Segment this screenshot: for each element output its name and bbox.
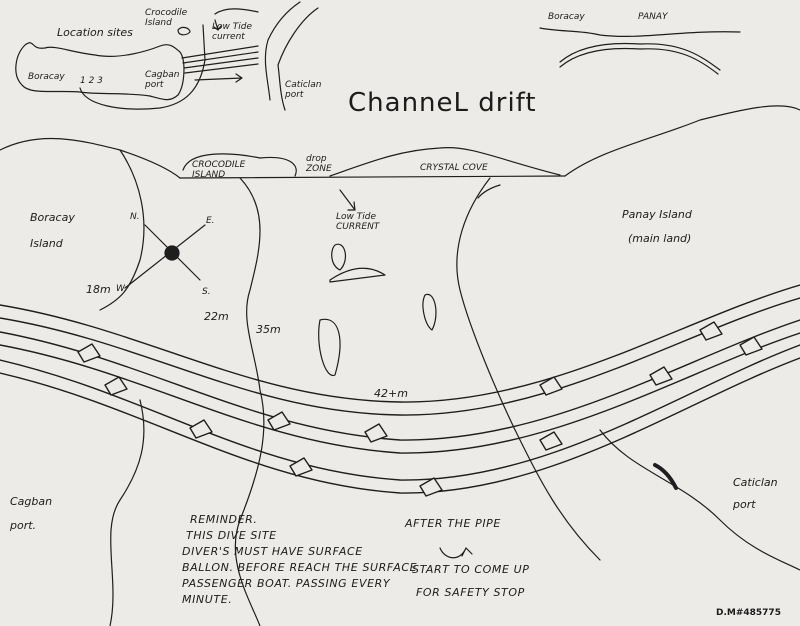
page-title: ChanneL drift: [348, 88, 537, 118]
compass-drawing: [124, 224, 206, 289]
reminder-line: THIS DIVE SITE: [186, 529, 277, 542]
low-tide-current-label: Low Tide CURRENT: [336, 212, 380, 232]
catalog-number: D.M#485775: [716, 608, 781, 618]
reminder-line: REMINDER.: [190, 513, 258, 526]
safety-stop-label: FOR SAFETY STOP: [416, 586, 525, 599]
reminder-line: MINUTE.: [182, 593, 233, 606]
inset-caticlan-port-label: Caticlan port: [285, 80, 322, 100]
reminder-line: DIVER'S MUST HAVE SURFACE: [182, 545, 363, 558]
depth-18m: 18m: [86, 283, 111, 296]
crocodile-island-label: CROCODILE ISLAND: [192, 160, 246, 180]
depth-35m: 35m: [256, 323, 281, 336]
inset-low-tide-label: Low Tide current: [212, 22, 252, 42]
panay-mainland-label: (main land): [628, 232, 692, 245]
depth-22m: 22m: [204, 310, 229, 323]
drop-zone-label: drop ZONE: [306, 154, 332, 174]
pipeline-drawing: [0, 284, 800, 497]
top-right-boracay-label: Boracay: [548, 12, 585, 22]
boracay-island-label: Boracay Island: [30, 211, 75, 250]
inset-cagban-port-label: Cagban port: [145, 70, 180, 90]
top-right-panay-label: PANAY: [638, 12, 668, 22]
start-come-up-label: START TO COME UP: [412, 563, 530, 576]
compass-north: N.: [130, 212, 140, 222]
inset-location-sites-label: Location sites: [57, 26, 133, 39]
crystal-cove-label: CRYSTAL COVE: [420, 163, 488, 173]
inset-site-numbers: 1 2 3: [80, 76, 103, 86]
reminder-note: REMINDER. THIS DIVE SITE DIVER'S MUST HA…: [182, 512, 417, 608]
compass-east: E.: [206, 216, 215, 226]
reminder-line: BALLON. BEFORE REACH THE SURFACE: [182, 561, 418, 574]
after-pipe-label: AFTER THE PIPE: [405, 517, 501, 530]
reminder-line: PASSENGER BOAT. PASSING EVERY: [182, 577, 391, 590]
reef-mark: [653, 463, 678, 490]
depth-42m: 42+m: [374, 387, 408, 400]
compass-south: S.: [202, 287, 211, 297]
inset-crocodile-island-label: Crocodile Island: [145, 8, 188, 28]
top-right-map-drawing: [539, 27, 741, 75]
shoreline-drawing: [0, 105, 800, 626]
inset-map-drawing: [15, 1, 319, 111]
compass-west: W.: [116, 284, 128, 294]
panay-island-label: Panay Island: [622, 208, 692, 221]
inset-boracay-label: Boracay: [28, 72, 65, 82]
cagban-port-label: Cagban port.: [10, 495, 53, 532]
caticlan-port-label: Caticlan port: [733, 476, 778, 511]
